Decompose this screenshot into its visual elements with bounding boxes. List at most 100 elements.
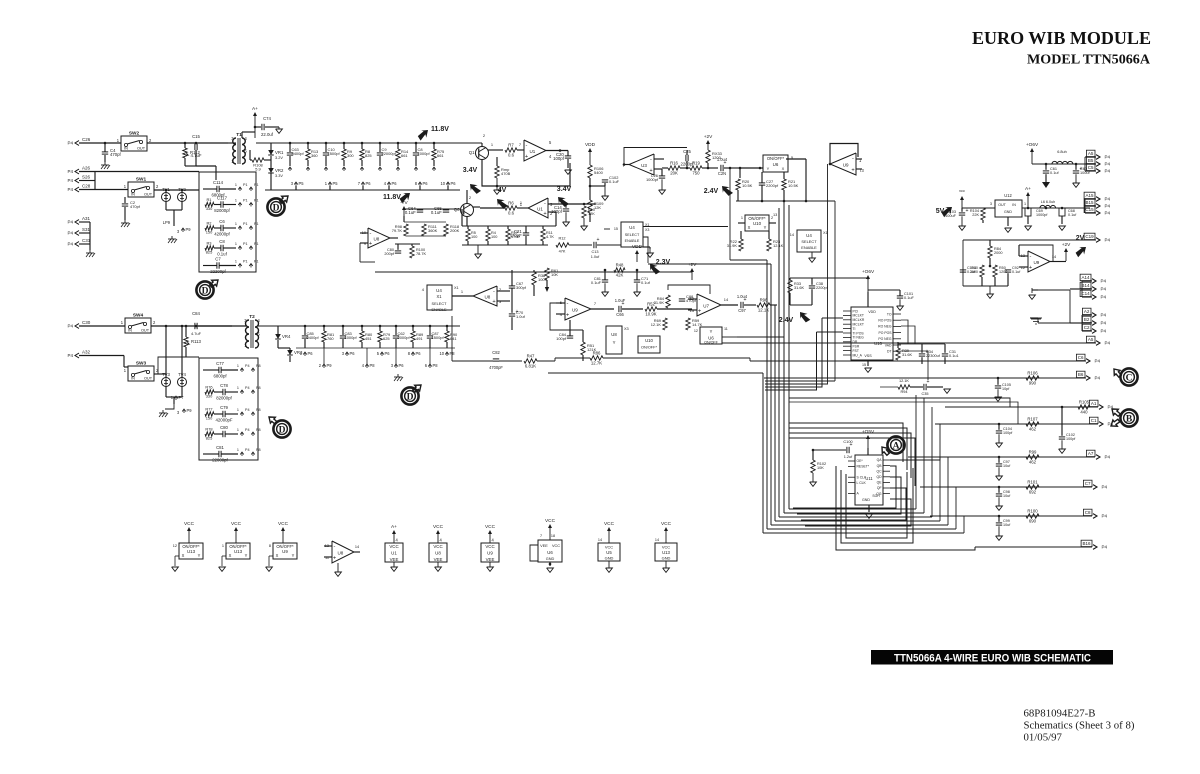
svg-text:ON/OFF*: ON/OFF* — [641, 346, 657, 350]
svg-text:1: 1 — [1024, 202, 1026, 206]
svg-text:R101: R101 — [1027, 479, 1038, 484]
svg-text:C105: C105 — [1002, 383, 1011, 387]
svg-text:P4: P4 — [245, 408, 250, 412]
svg-text:VDD: VDD — [632, 244, 643, 250]
svg-text:C31: C31 — [82, 238, 91, 243]
svg-text:8: 8 — [408, 351, 411, 356]
svg-text:P1: P1 — [254, 242, 259, 246]
svg-text:R109: R109 — [594, 201, 603, 206]
svg-text:R98: R98 — [395, 224, 403, 229]
svg-text:P1: P1 — [243, 183, 248, 187]
svg-text:L CLK: L CLK — [857, 481, 867, 485]
svg-text:ENABLE: ENABLE — [431, 308, 447, 312]
svg-text:C6: C6 — [219, 219, 225, 224]
svg-text:C15: C15 — [192, 134, 200, 139]
svg-text:R17: R17 — [511, 231, 518, 235]
svg-text:T2: T2 — [249, 314, 255, 320]
svg-text:QD: QD — [876, 475, 882, 479]
svg-text:P4: P4 — [1105, 204, 1111, 209]
svg-text:R1: R1 — [206, 197, 211, 202]
svg-text:C35: C35 — [921, 392, 928, 396]
svg-text:IN: IN — [1012, 203, 1016, 207]
svg-text:P6: P6 — [423, 181, 429, 186]
svg-text:-: - — [1030, 254, 1032, 260]
svg-text:0.1uF: 0.1uF — [405, 210, 416, 215]
svg-text:VCC: VCC — [485, 524, 496, 530]
svg-text:C30: C30 — [82, 320, 91, 325]
svg-text:P6: P6 — [385, 351, 391, 356]
svg-text:5: 5 — [258, 331, 261, 336]
svg-text:4: 4 — [396, 538, 399, 543]
svg-text:A: A — [857, 492, 860, 496]
svg-text:1: 1 — [300, 351, 303, 356]
svg-text:2: 2 — [499, 287, 501, 292]
svg-text:U3: U3 — [641, 163, 647, 168]
svg-text:C8: C8 — [1085, 510, 1091, 515]
svg-text:Y: Y — [767, 166, 770, 171]
svg-text:9400pf: 9400pf — [307, 335, 320, 340]
svg-text:R38: R38 — [538, 273, 546, 278]
svg-text:FST: FST — [853, 349, 859, 353]
svg-text:22000pf: 22000pf — [212, 457, 228, 462]
svg-text:-: - — [567, 301, 569, 307]
svg-text:X3: X3 — [645, 228, 649, 232]
svg-text:7: 7 — [540, 534, 542, 538]
svg-text:10uf: 10uf — [1003, 464, 1011, 468]
svg-text:4: 4 — [422, 287, 425, 292]
svg-text:0.1u1: 0.1u1 — [949, 354, 959, 358]
svg-text:330: 330 — [206, 394, 213, 399]
svg-text:SW3: SW3 — [136, 361, 147, 367]
svg-text:11.8V: 11.8V — [431, 126, 449, 133]
svg-text:U1: U1 — [391, 551, 397, 556]
svg-text:VCC: VCC — [278, 521, 289, 527]
svg-text:20K: 20K — [670, 170, 678, 175]
svg-text:150: 150 — [206, 230, 213, 235]
svg-text:C84: C84 — [559, 332, 567, 337]
svg-text:1: 1 — [520, 200, 522, 205]
svg-text:C8: C8 — [418, 147, 424, 152]
svg-text:U11: U11 — [865, 476, 873, 481]
svg-text:1: 1 — [741, 216, 743, 220]
svg-text:14: 14 — [724, 297, 729, 302]
svg-text:U9: U9 — [487, 551, 493, 556]
svg-text:R81: R81 — [327, 332, 334, 337]
svg-text:C84: C84 — [192, 311, 200, 316]
svg-text:68P81094E27-B: 68P81094E27-B — [1024, 708, 1096, 720]
svg-text:10.5K: 10.5K — [742, 183, 753, 188]
svg-text:P4: P4 — [1105, 238, 1111, 243]
svg-text:R118: R118 — [450, 224, 460, 229]
svg-text:ON/OFF: ON/OFF — [704, 341, 718, 345]
svg-text:47K: 47K — [559, 250, 566, 254]
svg-text:22000pf: 22000pf — [382, 151, 397, 156]
svg-text:R50: R50 — [999, 266, 1006, 270]
svg-text:R9: R9 — [347, 149, 352, 154]
svg-text:1: 1 — [237, 448, 239, 452]
svg-text:C67: C67 — [516, 281, 523, 286]
svg-text:OUT: OUT — [141, 329, 150, 333]
svg-text:B2: B2 — [1084, 317, 1090, 322]
svg-text:P1: P1 — [243, 260, 248, 264]
svg-text:GND: GND — [662, 556, 671, 561]
svg-text:C26: C26 — [651, 173, 659, 178]
svg-text:1500pf: 1500pf — [432, 335, 445, 340]
svg-text:750: 750 — [692, 170, 700, 175]
svg-text:-: - — [544, 200, 546, 206]
svg-text:+: + — [926, 349, 929, 355]
svg-text:100pf: 100pf — [1066, 437, 1076, 441]
svg-text:2000: 2000 — [994, 251, 1003, 255]
svg-text:L6 6.0uh: L6 6.0uh — [1041, 200, 1055, 204]
svg-text:P4: P4 — [1095, 376, 1101, 381]
svg-text:X: X — [182, 553, 185, 558]
svg-text:P4: P4 — [1105, 169, 1111, 174]
svg-text:B5: B5 — [1088, 158, 1094, 163]
svg-text:P4: P4 — [1095, 359, 1101, 364]
svg-text:OUT: OUT — [137, 147, 146, 151]
svg-text:A1: A1 — [1091, 401, 1097, 406]
svg-text:FSR: FSR — [853, 345, 860, 349]
svg-text:82000pf: 82000pf — [214, 208, 230, 213]
svg-text:PO POS: PO POS — [879, 331, 893, 335]
svg-text:+: + — [1080, 166, 1083, 172]
svg-text:10: 10 — [439, 351, 444, 356]
svg-text:3: 3 — [291, 181, 294, 186]
svg-text:Y: Y — [198, 553, 201, 558]
